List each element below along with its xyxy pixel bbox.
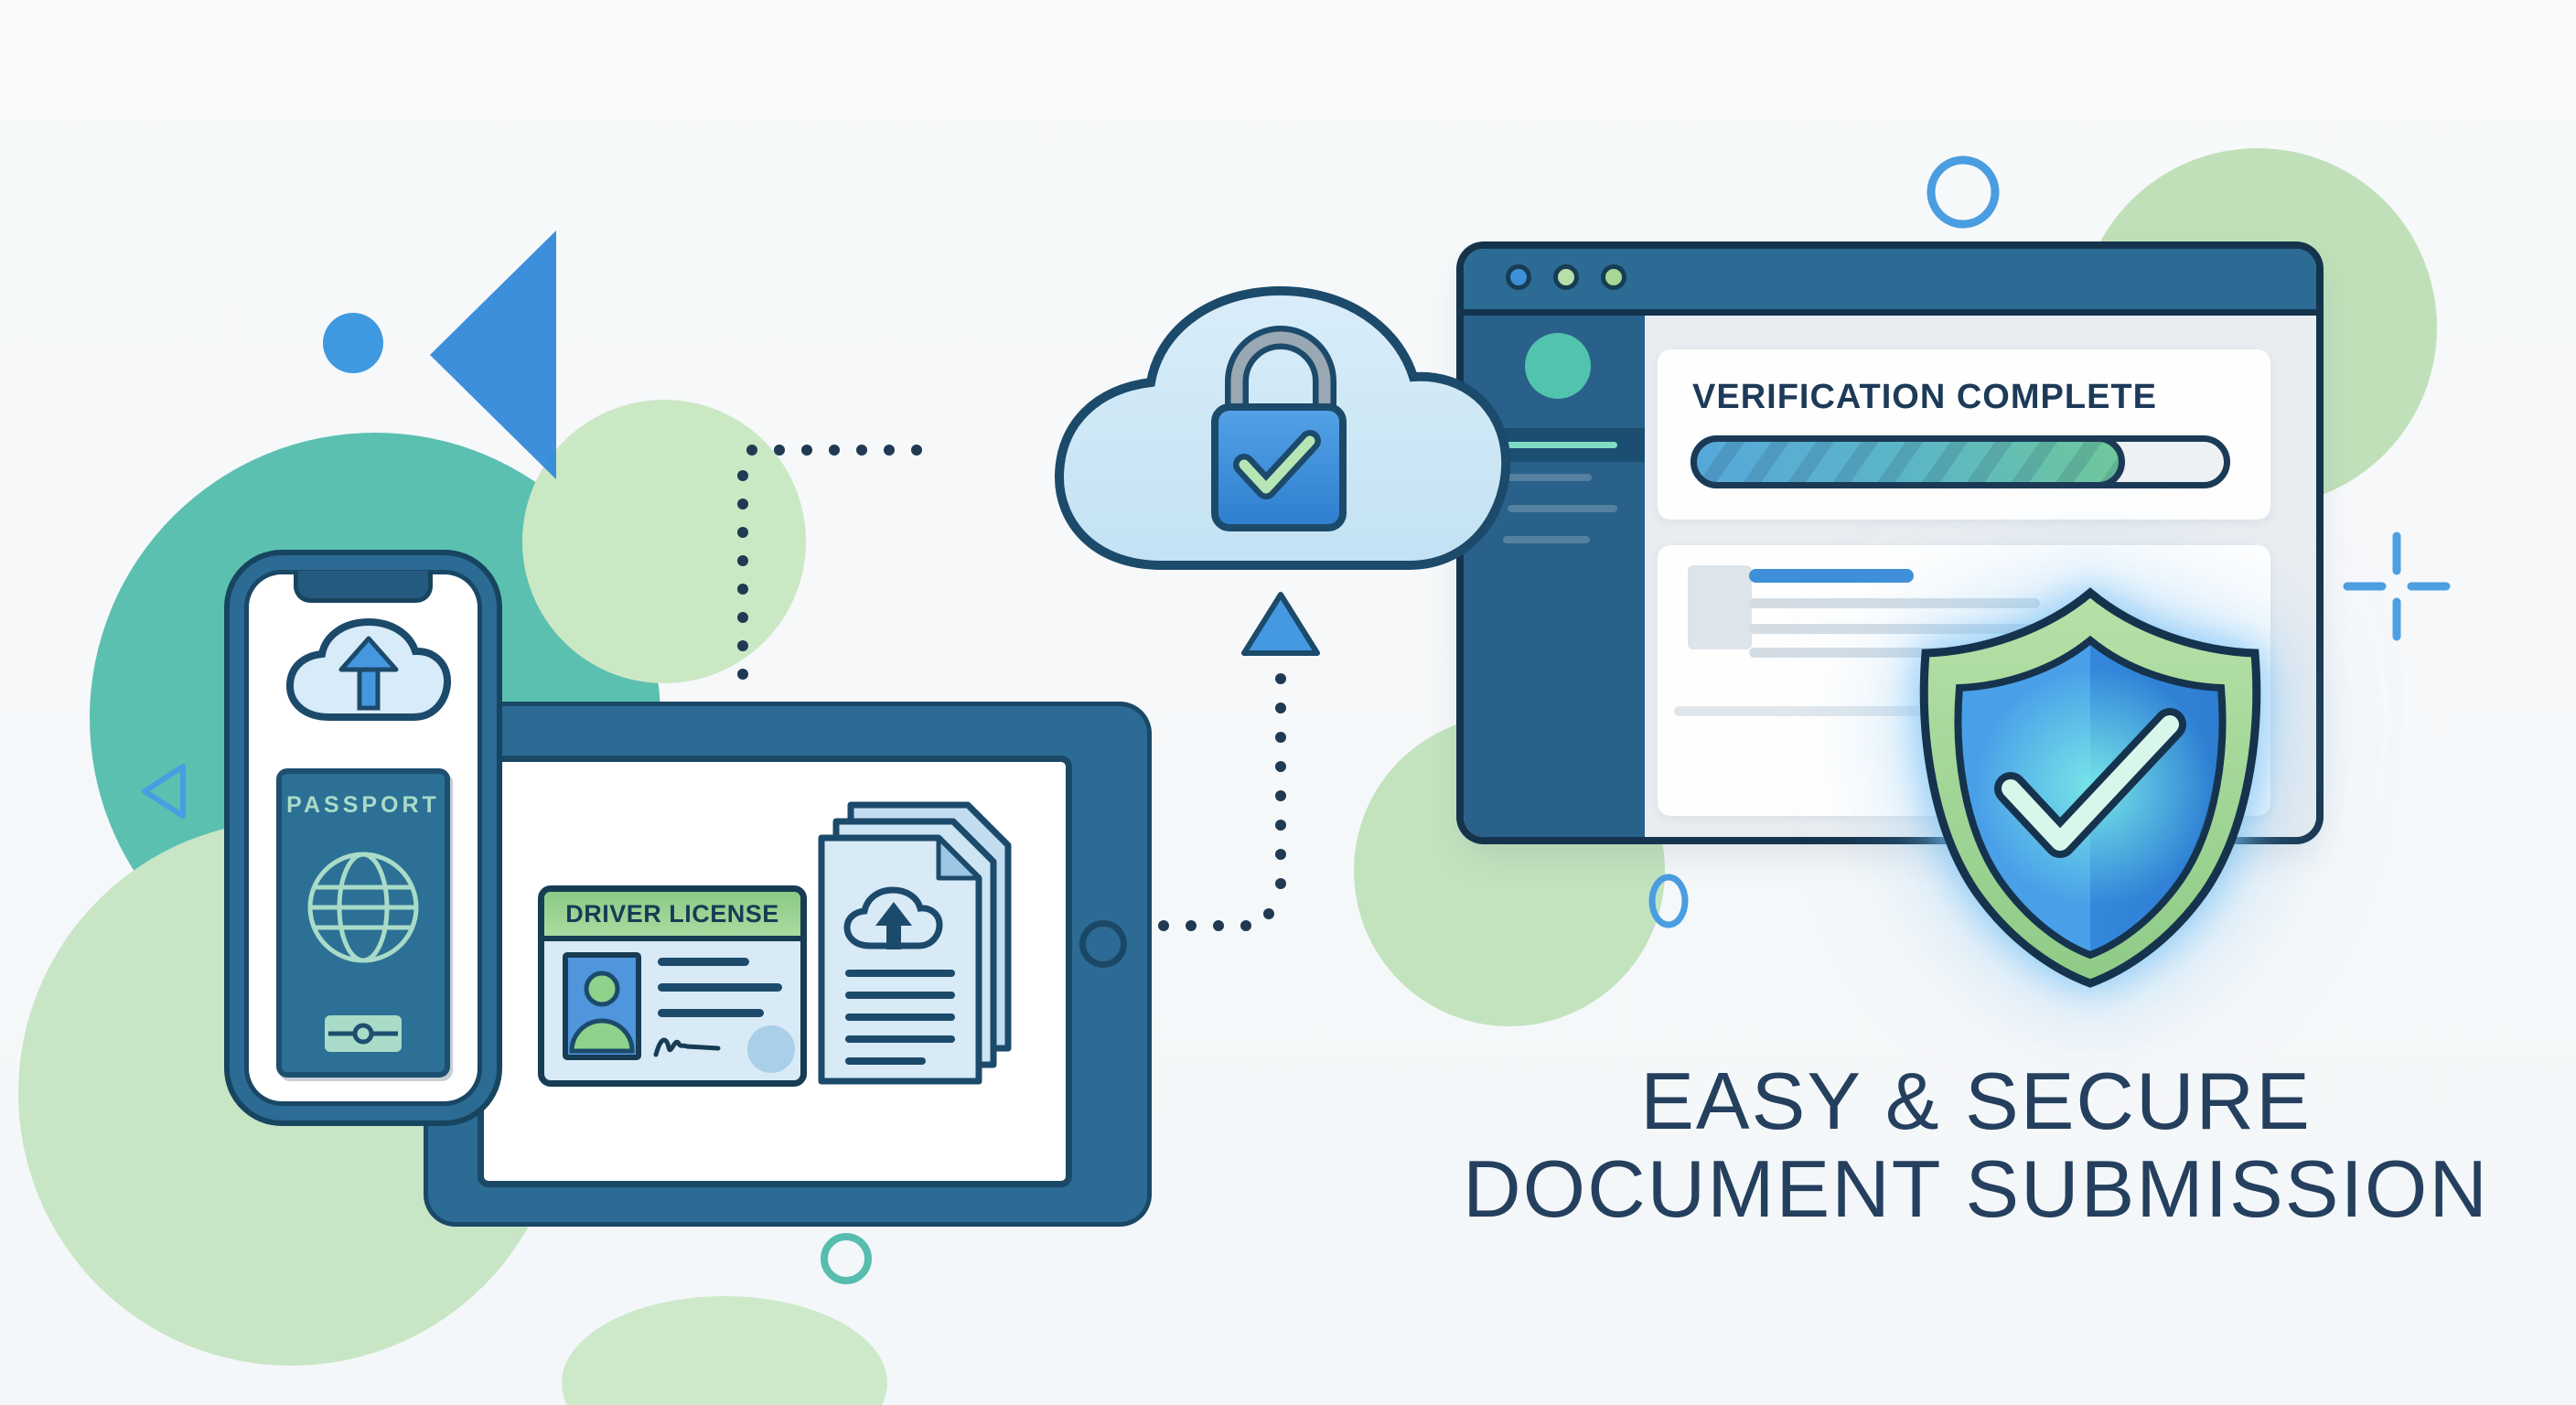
verification-card <box>1658 349 2270 520</box>
driver-license-card: DRIVER LICENSE <box>538 885 807 1087</box>
home-button-icon <box>1079 920 1127 968</box>
blue-circle-outline-icon <box>1927 156 2000 229</box>
caption-line2: DOCUMENT SUBMISSION <box>1463 1143 2489 1234</box>
cloud-upload-icon <box>285 617 452 721</box>
window-control-dot <box>1553 264 1579 290</box>
green-circle-outline-icon <box>821 1233 872 1284</box>
document-thumbnail <box>1688 565 1752 649</box>
green-blob-center <box>522 400 806 683</box>
license-text-line <box>658 958 749 966</box>
license-text-line <box>658 983 782 992</box>
preview-title-line <box>1749 569 1914 583</box>
blue-triangle <box>430 231 556 479</box>
preview-divider-line <box>1674 706 2058 716</box>
green-blob-bottom <box>562 1296 887 1405</box>
license-text-line <box>658 1009 764 1017</box>
avatar <box>1525 333 1591 399</box>
license-stamp <box>747 1025 795 1073</box>
preview-text-line <box>1749 598 2040 608</box>
triangle-outline-icon <box>142 764 186 819</box>
person-icon <box>569 971 635 1054</box>
license-title: DRIVER LICENSE <box>565 899 779 928</box>
secure-cloud-icon <box>1054 285 1511 570</box>
license-photo <box>563 952 641 1060</box>
browser-titlebar <box>1464 249 2316 316</box>
preview-text-line <box>1749 624 2040 634</box>
sidebar-item-line <box>1503 536 1590 543</box>
progress-bar <box>1690 435 2230 488</box>
progress-fill <box>1690 435 2125 488</box>
sidebar-active-indicator <box>1493 442 1617 448</box>
window-control-dot <box>1506 264 1531 290</box>
blue-oval-outline-icon <box>1648 874 1689 928</box>
blue-dot <box>323 313 383 373</box>
tablet: DRIVER LICENSE <box>428 706 1147 1222</box>
upload-arrow-icon <box>1241 592 1320 656</box>
check-icon <box>1233 430 1321 499</box>
sidebar <box>1464 316 1645 837</box>
crosshair-icon <box>2343 531 2451 641</box>
dotted-path-tablet-to-cloud <box>1158 673 1286 931</box>
sidebar-item-line <box>1508 505 1617 512</box>
dotted-path-cloud-to-tablet <box>737 445 922 680</box>
lock-icon <box>1211 326 1347 531</box>
window-control-dot <box>1601 264 1626 290</box>
caption-line1: EASY & SECURE <box>1640 1056 2312 1146</box>
passport-title: PASSPORT <box>286 792 440 818</box>
preview-text-line <box>1749 648 2012 658</box>
phone-notch <box>294 571 433 603</box>
sidebar-item-line <box>1508 474 1592 481</box>
verification-heading: VERIFICATION COMPLETE <box>1692 378 2157 416</box>
passport: PASSPORT <box>276 768 450 1078</box>
document-stack-icon <box>818 801 1012 1085</box>
check-icon <box>1994 708 2186 858</box>
passport-chip-icon <box>325 1015 402 1052</box>
caption: EASY & SECURE DOCUMENT SUBMISSION <box>1326 1057 2576 1233</box>
globe-icon <box>307 852 419 963</box>
signature-icon <box>653 1037 721 1057</box>
cloud-upload-glyph <box>843 886 943 949</box>
license-header: DRIVER LICENSE <box>544 892 800 941</box>
document-text-lines <box>845 970 955 1065</box>
smartphone: PASSPORT <box>249 571 478 1101</box>
shield-check-icon <box>1919 587 2261 988</box>
